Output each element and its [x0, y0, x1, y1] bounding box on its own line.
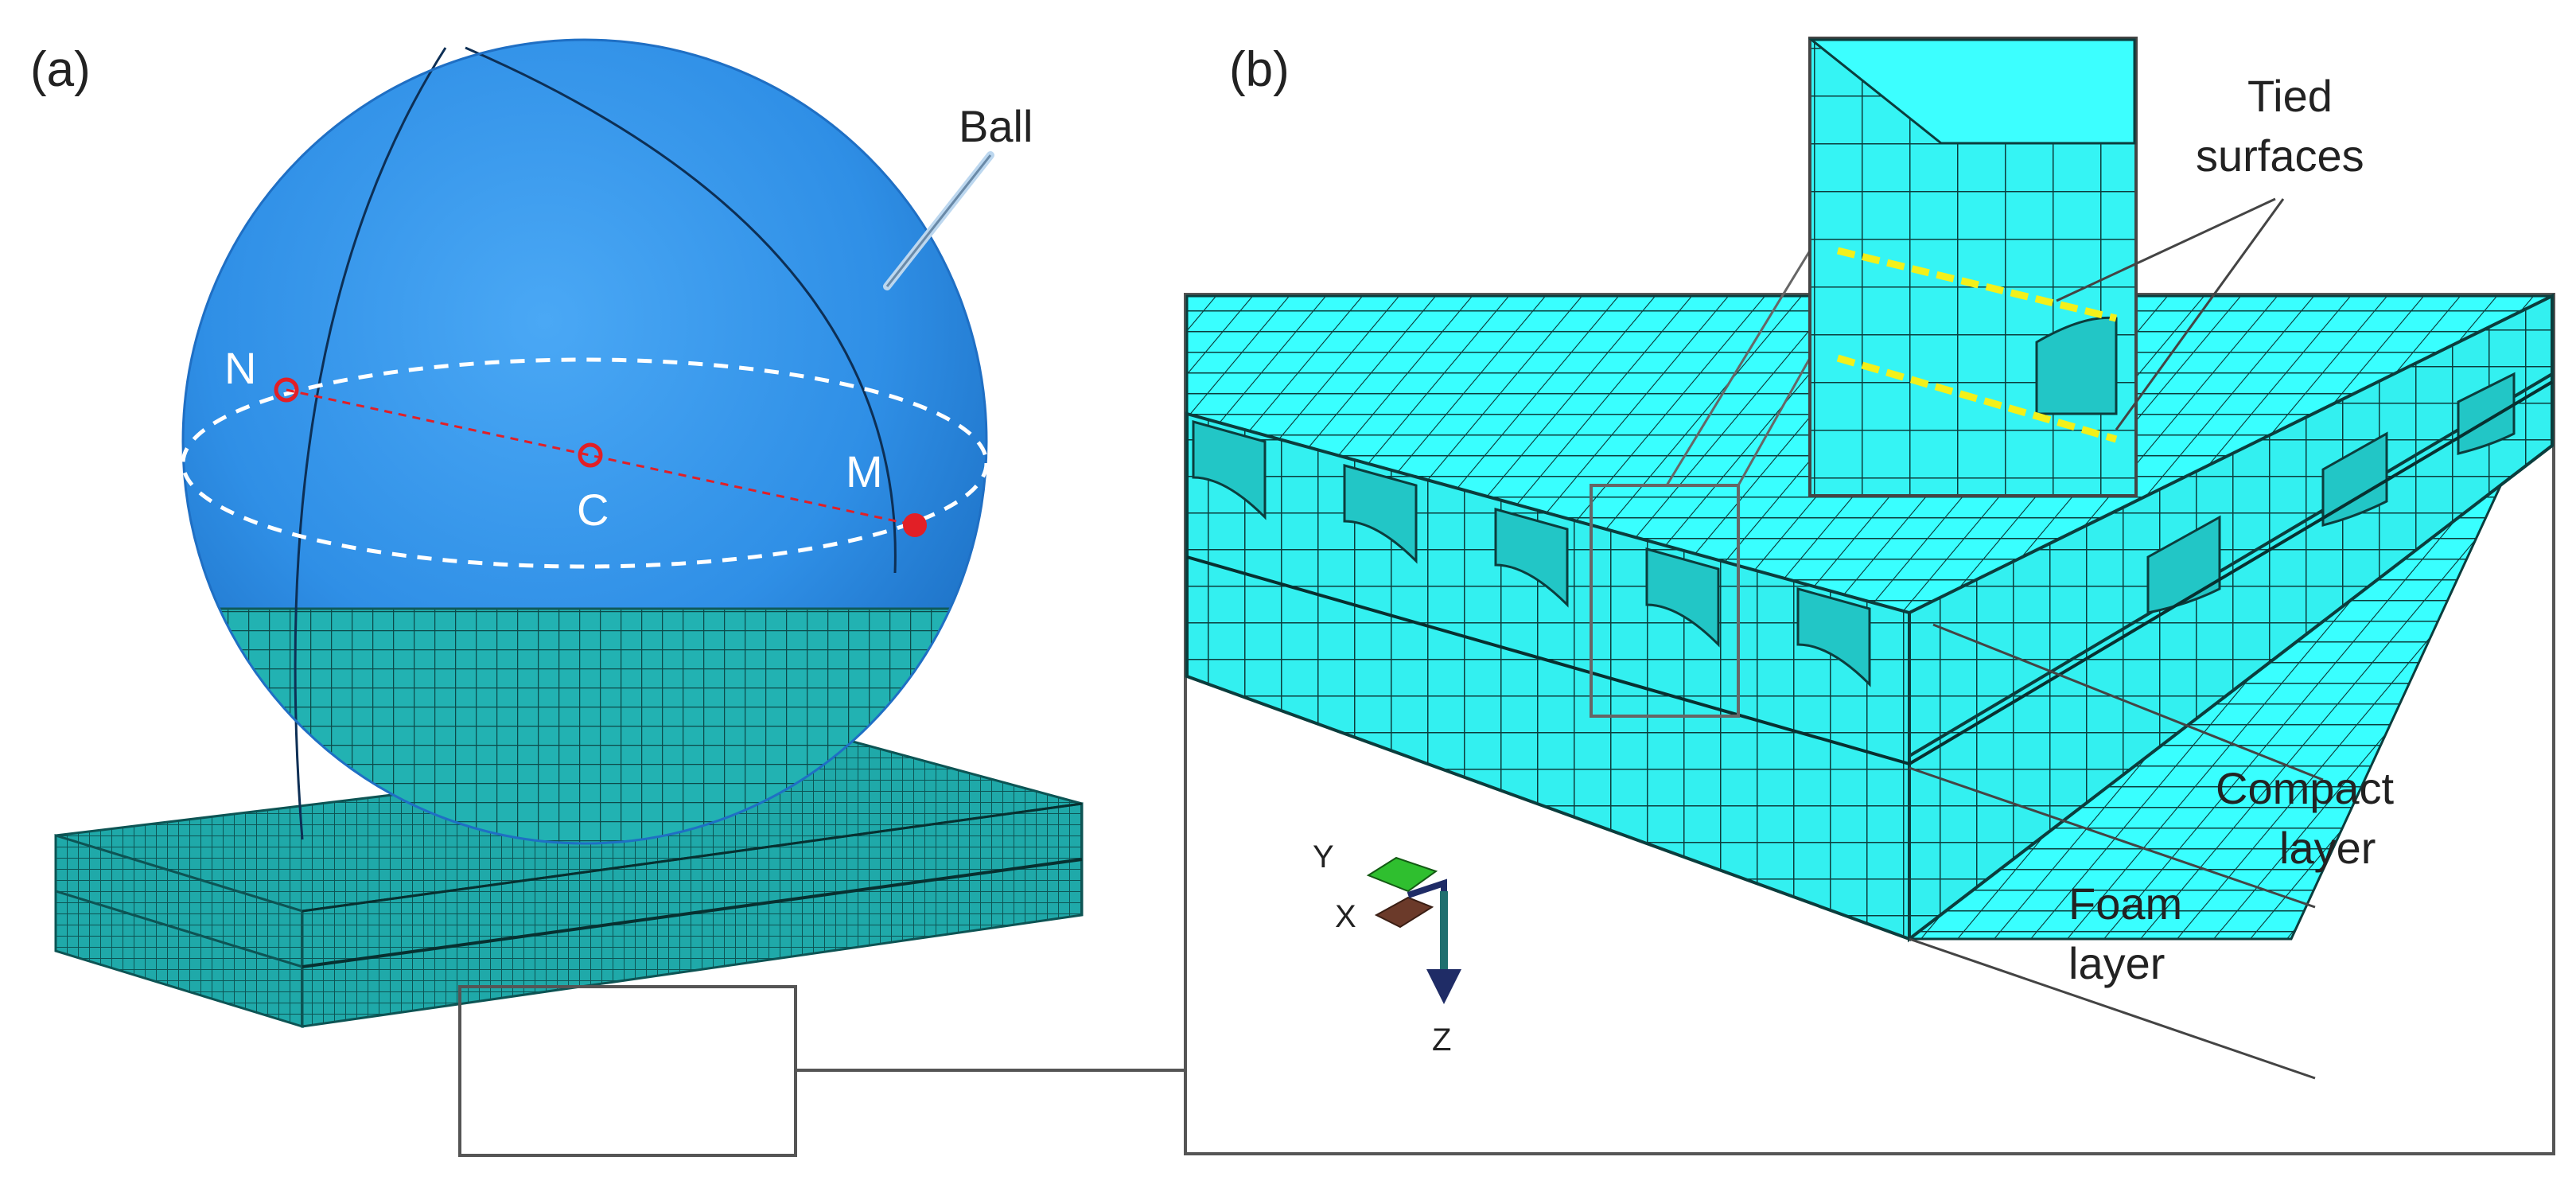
compact-leader-2: [1909, 766, 2316, 909]
zoom-connector: [796, 1058, 1187, 1072]
detail-box: [1590, 484, 1740, 718]
ball: [181, 38, 989, 845]
foam-label-line1: Foam: [2068, 878, 2182, 929]
panel-b: (b): [1184, 37, 2555, 1155]
axis-y-label: Y: [1313, 839, 1334, 874]
axis-z-label: Z: [1432, 1022, 1451, 1058]
axis-y-arrow: [1366, 856, 1438, 893]
point-m-label: M: [846, 446, 883, 497]
panel-a-label: (a): [30, 42, 91, 97]
point-n-label: N: [224, 343, 256, 393]
panel-a: (a) N C M: [30, 38, 1084, 1157]
point-m-marker: [903, 513, 927, 537]
equator-ellipse: [181, 357, 989, 569]
tied-surface-bottom: [1836, 354, 2118, 443]
point-c-label: C: [577, 485, 609, 535]
axis-x-label: X: [1335, 899, 1356, 934]
zoom-box-a: [458, 985, 797, 1157]
compact-leader: [1932, 623, 2324, 781]
point-c-marker: [578, 442, 603, 468]
tied-surface-top: [1836, 247, 2118, 322]
compact-label-line1: Compact: [2216, 763, 2395, 813]
inset-zoom: [1807, 37, 2138, 497]
mesh-block: [1185, 293, 2554, 943]
tied-leader-2: [2115, 198, 2285, 430]
tied-leader-1: [2056, 197, 2276, 302]
axis-triad: Y X Z: [1313, 839, 1461, 1058]
plate-mesh: [54, 738, 1084, 1029]
point-n-marker: [274, 377, 299, 403]
ball-label: Ball: [959, 101, 1033, 151]
panel-b-label: (b): [1229, 42, 1290, 97]
tied-label-line1: Tied: [2247, 71, 2333, 121]
axis-x-arrow: [1374, 896, 1434, 929]
foam-label-line2: layer: [2068, 938, 2165, 988]
compact-label-line2: layer: [2279, 823, 2376, 873]
foam-leader: [1909, 937, 2316, 1080]
tied-label-line2: surfaces: [2196, 130, 2364, 181]
